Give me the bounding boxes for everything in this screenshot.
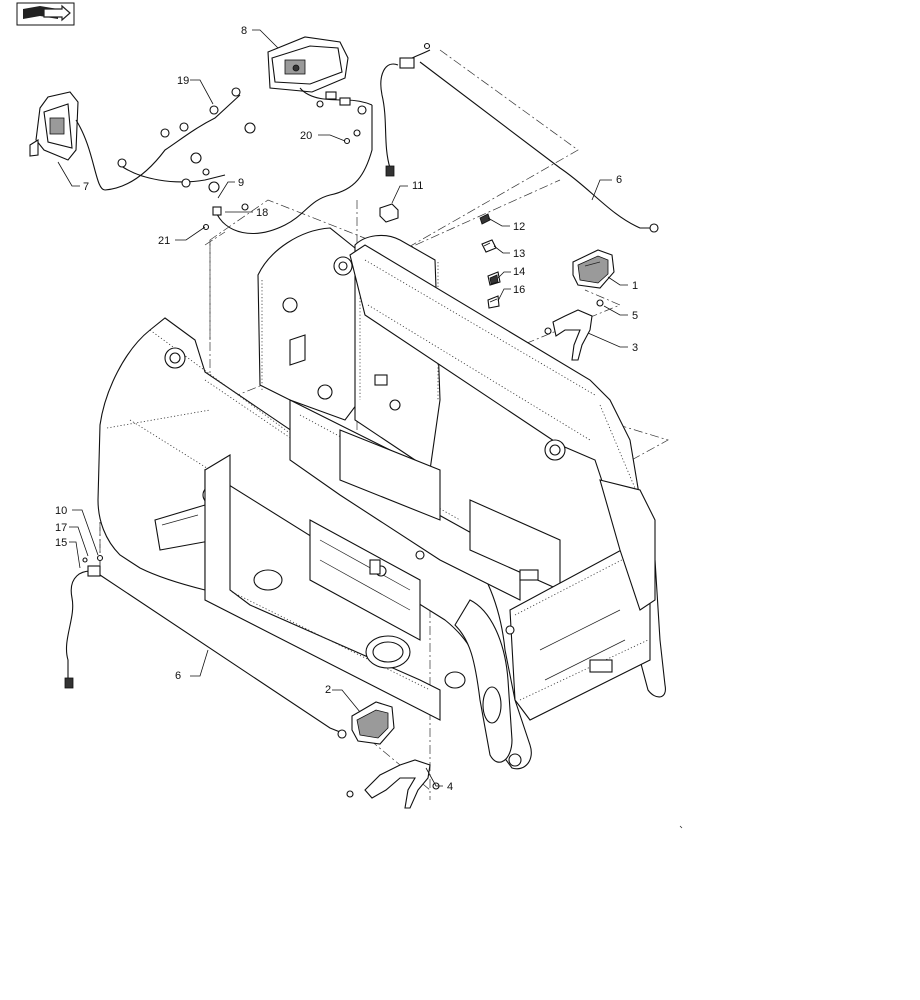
callout-11: 11 bbox=[412, 180, 423, 192]
callout-6-lower: 6 bbox=[175, 670, 181, 682]
callout-1: 1 bbox=[632, 280, 638, 292]
callout-13: 13 bbox=[513, 248, 525, 260]
part-6-upper-cable bbox=[380, 42, 659, 233]
part-3-bracket bbox=[544, 299, 604, 361]
callout-7: 7 bbox=[83, 181, 89, 193]
callout-18: 18 bbox=[256, 207, 268, 219]
callout-3: 3 bbox=[632, 342, 638, 354]
callout-12: 12 bbox=[513, 221, 525, 233]
loader-frame bbox=[97, 227, 666, 770]
part-8-rear-light bbox=[267, 36, 349, 93]
upper-wiring-harness bbox=[75, 87, 373, 234]
callout-21: 21 bbox=[158, 235, 170, 247]
part-1-work-light bbox=[572, 249, 615, 289]
callout-15: 15 bbox=[55, 537, 67, 549]
callout-14: 14 bbox=[513, 266, 525, 278]
parts-12-16-fittings bbox=[479, 213, 501, 309]
callout-2: 2 bbox=[325, 684, 331, 696]
callout-8: 8 bbox=[241, 25, 247, 37]
callout-17: 17 bbox=[55, 522, 67, 534]
part-11-connector bbox=[379, 203, 399, 223]
callout-labels: 1 2 3 4 5 6 6 7 8 9 10 11 12 13 14 15 16… bbox=[55, 25, 638, 793]
callout-4: 4 bbox=[447, 781, 453, 793]
book-arrow-icon[interactable] bbox=[16, 2, 75, 26]
part-2-work-light bbox=[351, 701, 395, 745]
callout-10: 10 bbox=[55, 505, 67, 517]
part-7-rear-light bbox=[29, 91, 79, 161]
callout-20: 20 bbox=[300, 130, 312, 142]
part-6-lower-cable bbox=[64, 554, 347, 739]
part-4-bracket bbox=[346, 759, 440, 809]
callout-6-upper: 6 bbox=[616, 174, 622, 186]
callout-16: 16 bbox=[513, 284, 525, 296]
callout-9: 9 bbox=[238, 177, 244, 189]
callout-5: 5 bbox=[632, 310, 638, 322]
leader-lines bbox=[57, 29, 628, 787]
callout-19: 19 bbox=[177, 75, 189, 87]
